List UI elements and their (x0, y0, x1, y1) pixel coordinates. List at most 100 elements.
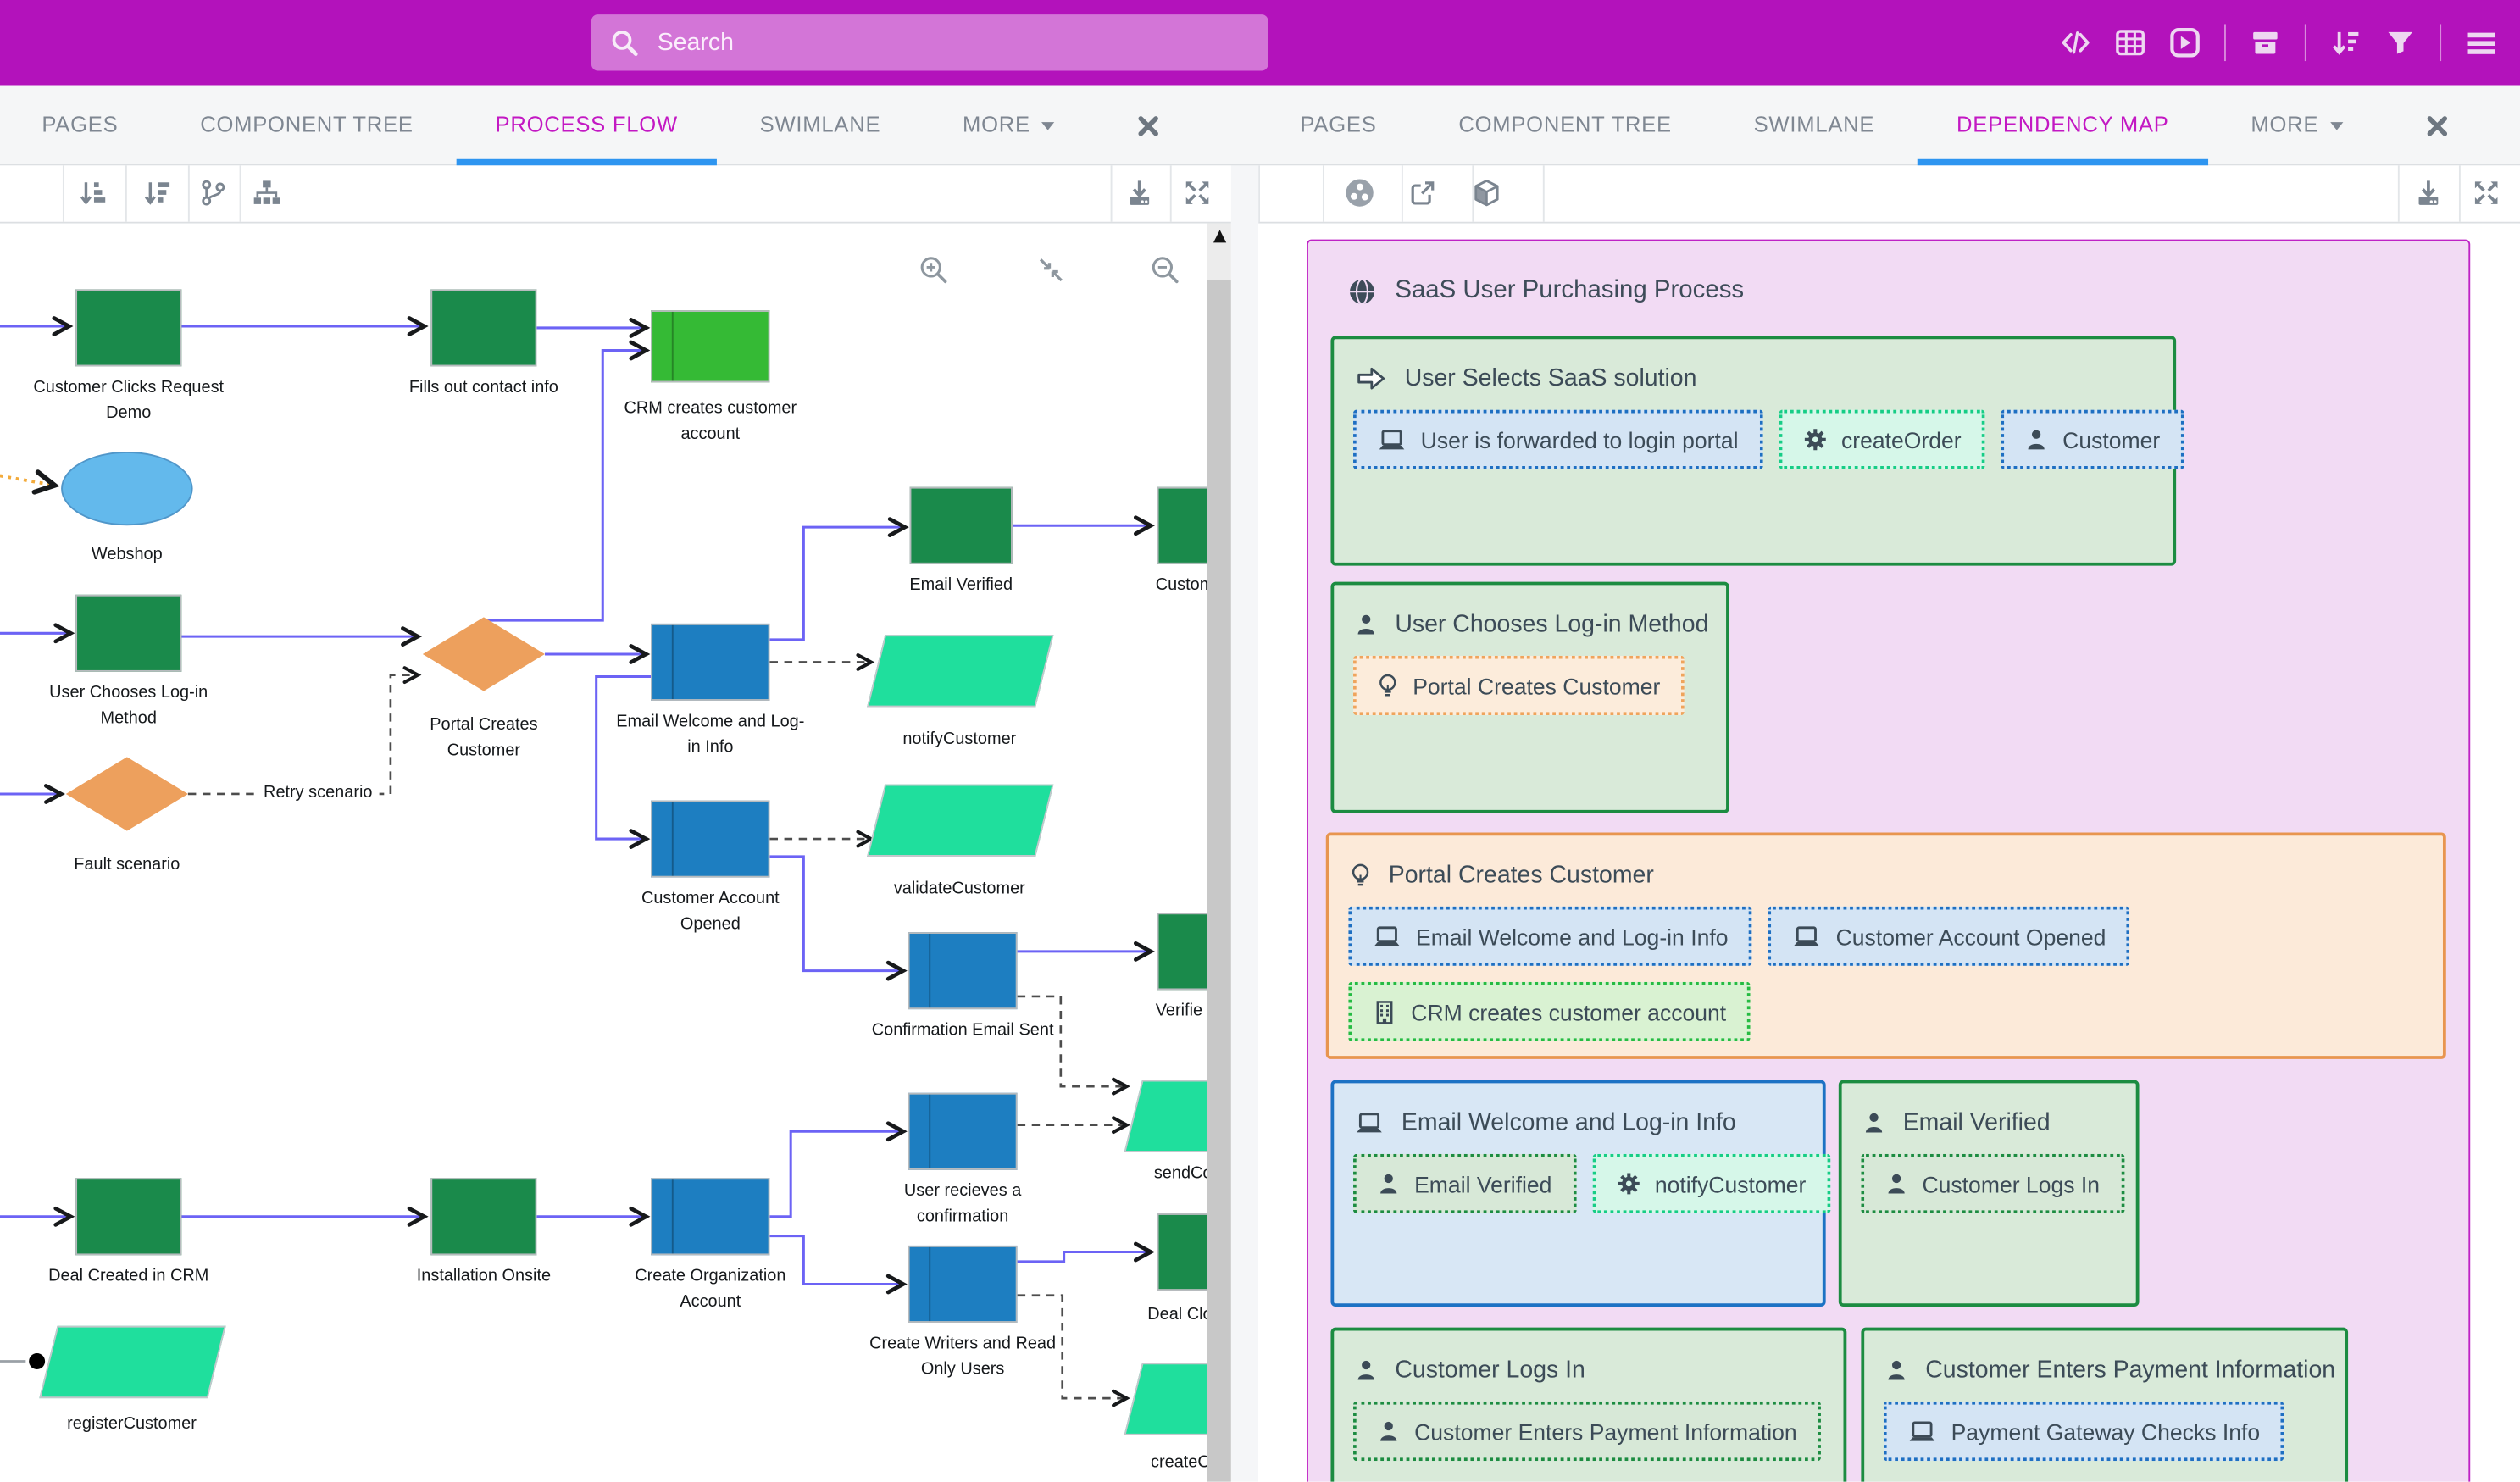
chip[interactable]: Portal Creates Customer (1353, 655, 1685, 716)
diagram-node[interactable] (908, 1245, 1018, 1323)
chip[interactable]: User is forwarded to login portal (1353, 409, 1763, 469)
divider (1472, 165, 1474, 222)
collapse-icon[interactable] (1036, 256, 1065, 285)
map-group[interactable]: Customer Enters Payment Information Paym… (1861, 1327, 2349, 1482)
start-event-dot[interactable] (29, 1353, 46, 1369)
diagram-node[interactable] (908, 932, 1018, 1010)
sort-descending-icon[interactable] (143, 179, 172, 208)
zoom-out-icon[interactable] (1151, 256, 1180, 285)
laptop-icon (1355, 1110, 1384, 1135)
tab-component-tree-right[interactable]: COMPONENT TREE (1458, 112, 1672, 137)
person-icon (1862, 1111, 1885, 1135)
node-label: Deal Created in CRM (48, 1266, 209, 1286)
table-icon[interactable] (2115, 27, 2145, 58)
diagram-node[interactable] (867, 784, 1054, 857)
map-group[interactable]: Customer Logs In Customer Enters Payment… (1330, 1327, 1847, 1482)
expand-icon[interactable] (1183, 179, 1212, 208)
diagram-node[interactable] (1157, 913, 1207, 991)
node-label: Portal Creates Customer (430, 715, 538, 760)
chip[interactable]: Customer Enters Payment Information (1353, 1401, 1822, 1462)
tab-component-tree-left[interactable]: COMPONENT TREE (200, 112, 414, 137)
vertical-scrollbar[interactable] (1207, 223, 1231, 1482)
diagram-node[interactable] (1157, 1213, 1207, 1291)
tab-more-right[interactable]: MORE (2251, 86, 2343, 166)
sort-ascending-icon[interactable] (79, 179, 108, 208)
diagram-node[interactable] (1157, 486, 1207, 564)
tab-dependency-map[interactable]: DEPENDENCY MAP (1918, 86, 2208, 166)
external-link-icon[interactable] (1408, 179, 1437, 208)
code-icon[interactable] (2061, 27, 2091, 58)
cube-icon[interactable] (1472, 179, 1501, 208)
divider (125, 165, 127, 222)
download-icon[interactable] (1125, 179, 1154, 208)
chip-row: Portal Creates Customer (1353, 655, 1707, 716)
map-group[interactable]: User Selects SaaS solution User is forwa… (1330, 336, 2184, 566)
diagram-node[interactable] (651, 310, 770, 383)
diagram-node[interactable] (39, 1325, 226, 1399)
diagram-node[interactable] (651, 623, 770, 701)
tab-swimlane-right[interactable]: SWIMLANE (1753, 112, 1875, 137)
chip[interactable]: Email Verified (1353, 1153, 1576, 1214)
close-pane-icon-right[interactable] (2424, 114, 2448, 138)
map-root-group[interactable]: SaaS User Purchasing Process User Select… (1307, 239, 2471, 1482)
play-icon[interactable] (2170, 27, 2201, 58)
diagram-node[interactable] (430, 1178, 537, 1256)
download-icon[interactable] (2414, 179, 2443, 208)
node-label: Fills out contact info (408, 377, 558, 397)
chip[interactable]: Payment Gateway Checks Info (1883, 1401, 2284, 1462)
search-input[interactable] (653, 27, 1268, 58)
node-label: Confirmation Email Sent (871, 1020, 1054, 1041)
chip[interactable]: Customer Logs In (1861, 1153, 2124, 1214)
group-title-row: Customer Logs In (1355, 1357, 1821, 1384)
tab-process-flow[interactable]: PROCESS FLOW (457, 86, 716, 166)
dependency-map-canvas[interactable]: SaaS User Purchasing Process User Select… (1258, 223, 2520, 1482)
person-icon (1355, 613, 1378, 636)
chip[interactable]: createOrder (1778, 409, 1986, 469)
diagram-node[interactable] (75, 1178, 182, 1256)
chip[interactable]: Customer (2001, 409, 2184, 469)
tab-more-left[interactable]: MORE (963, 86, 1055, 166)
divider (2224, 24, 2226, 62)
node-label: validateCustomer (893, 879, 1025, 899)
map-group[interactable]: User Chooses Log-in Method Portal Create… (1330, 581, 1729, 813)
person-icon (1885, 1358, 1908, 1382)
chip[interactable]: notifyCustomer (1591, 1153, 1830, 1214)
sort-icon[interactable] (2330, 27, 2361, 58)
pane-resizer[interactable] (1230, 165, 1259, 1482)
close-pane-icon-left[interactable] (1136, 114, 1160, 138)
tab-pages-left[interactable]: PAGES (42, 112, 119, 137)
diagram-node[interactable] (75, 594, 182, 672)
map-group[interactable]: Email Verified Customer Logs In (1838, 1080, 2140, 1307)
cluster-icon[interactable] (1344, 177, 1376, 209)
scrollbar-thumb[interactable] (1207, 280, 1231, 1482)
zoom-in-icon[interactable] (919, 256, 948, 285)
divider (62, 165, 64, 222)
chip[interactable]: CRM creates customer account (1348, 981, 1751, 1042)
diagram-node[interactable] (75, 289, 182, 367)
node-label: Webshop (91, 544, 163, 564)
search-box[interactable] (591, 14, 1268, 71)
chip[interactable]: Email Welcome and Log-in Info (1348, 906, 1752, 966)
diagram-node[interactable] (909, 486, 1013, 564)
diagram-node[interactable] (867, 635, 1054, 708)
branch-icon[interactable] (199, 179, 228, 208)
diagram-node[interactable] (651, 1178, 770, 1256)
diagram-node[interactable] (651, 800, 770, 878)
map-group[interactable]: Email Welcome and Log-in Info Email Veri… (1330, 1080, 1830, 1307)
person-icon (2026, 428, 2049, 452)
process-flow-canvas[interactable]: Customer Clicks Request Demo Fills out c… (0, 223, 1207, 1482)
diagram-node[interactable] (61, 451, 193, 526)
filter-icon[interactable] (2385, 27, 2416, 58)
map-group[interactable]: Portal Creates Customer Email Welcome an… (1325, 832, 2446, 1059)
scroll-up-arrow[interactable] (1213, 230, 1226, 243)
diagram-node[interactable] (908, 1092, 1018, 1170)
expand-icon[interactable] (2472, 179, 2501, 208)
tab-swimlane-left[interactable]: SWIMLANE (759, 112, 881, 137)
diagram-node[interactable] (430, 289, 537, 367)
archive-icon[interactable] (2250, 27, 2280, 58)
tab-pages-right[interactable]: PAGES (1300, 112, 1377, 137)
menu-icon[interactable] (2466, 26, 2498, 58)
hierarchy-icon[interactable] (253, 179, 281, 208)
chip[interactable]: Customer Account Opened (1768, 906, 2130, 966)
